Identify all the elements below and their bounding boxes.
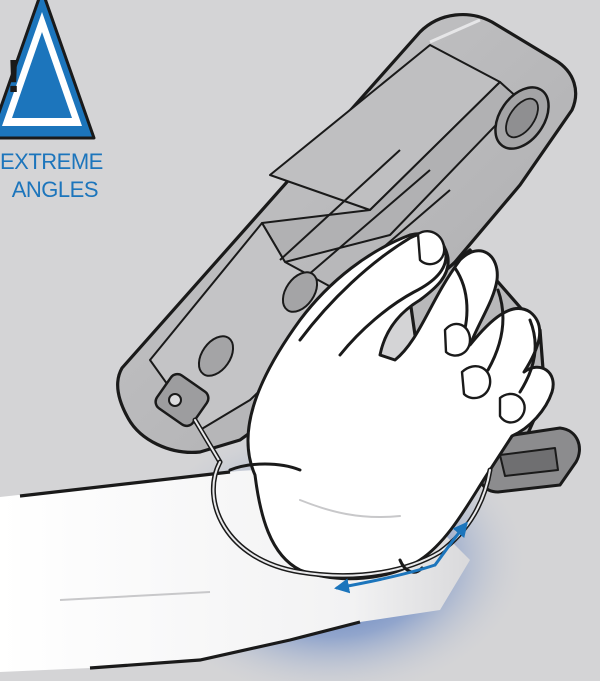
warning-exclamation: !: [6, 50, 21, 102]
warning-label-line1: EXTREME: [0, 148, 98, 176]
warning-label: EXTREME ANGLES: [0, 148, 98, 204]
warning-label-line2: ANGLES: [0, 176, 98, 204]
